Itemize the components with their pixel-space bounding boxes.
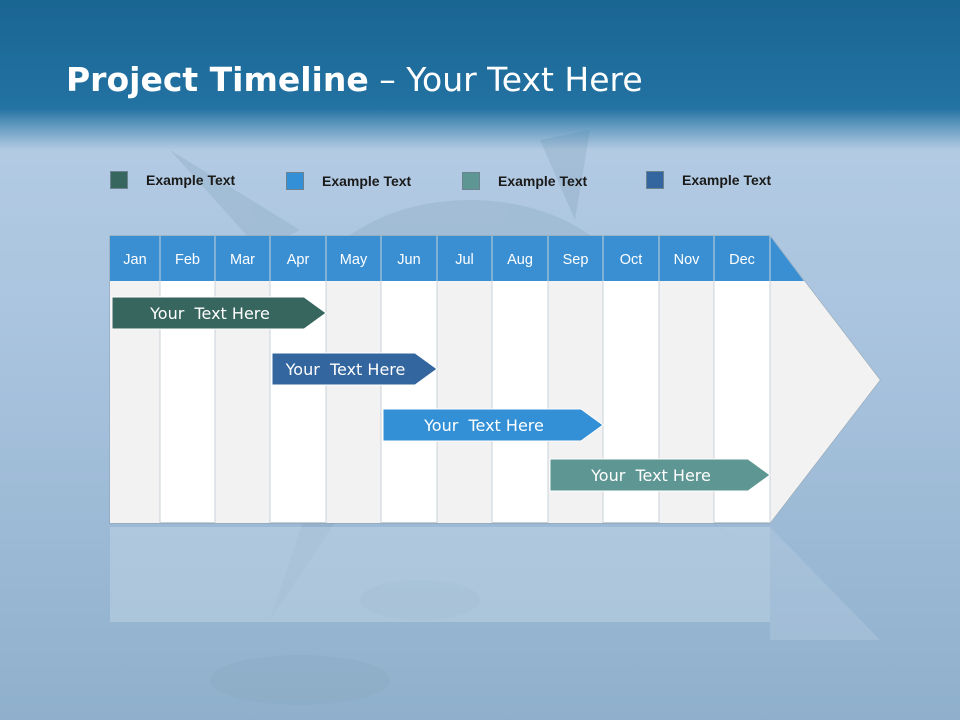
- legend-label: Example Text: [146, 172, 236, 188]
- month-label: Oct: [620, 252, 643, 268]
- legend-swatch: [462, 172, 480, 190]
- legend-label: Example Text: [682, 172, 772, 188]
- task-arrow: [111, 296, 327, 330]
- page-title: Project Timeline – Your Text Here: [66, 60, 643, 99]
- month-label: Sep: [563, 252, 589, 268]
- arrow-reflection: [770, 527, 880, 640]
- month-label: Jan: [123, 252, 146, 268]
- legend-swatch: [646, 171, 664, 189]
- title-rest-text: – Your Text Here: [368, 60, 643, 99]
- legend-swatch: [286, 172, 304, 190]
- task-label: Your Text Here: [149, 304, 270, 323]
- month-label: Apr: [287, 252, 310, 268]
- legend-swatch: [110, 171, 128, 189]
- chart-reflection: [110, 527, 770, 622]
- legend-label: Example Text: [498, 173, 588, 189]
- legend-label: Example Text: [322, 173, 412, 189]
- task-label: Your Text Here: [285, 360, 406, 379]
- title-bold-text: Project Timeline: [66, 60, 369, 99]
- task-arrow: [271, 352, 438, 386]
- month-label: Jun: [397, 252, 420, 268]
- month-label: Dec: [729, 252, 755, 268]
- task-label: Your Text Here: [423, 416, 544, 435]
- task-label: Your Text Here: [590, 466, 711, 485]
- task-arrow: [549, 458, 771, 492]
- month-label: May: [340, 252, 368, 268]
- month-label: Mar: [230, 252, 255, 268]
- task-arrow: [382, 408, 604, 442]
- month-column-shade: [437, 281, 492, 523]
- month-label: Feb: [175, 252, 200, 268]
- arrow-head: [770, 236, 880, 523]
- month-header-row: [110, 236, 804, 281]
- month-column-shade: [326, 281, 381, 523]
- month-label: Aug: [507, 252, 533, 268]
- month-label: Jul: [455, 252, 474, 268]
- month-label: Nov: [674, 252, 701, 268]
